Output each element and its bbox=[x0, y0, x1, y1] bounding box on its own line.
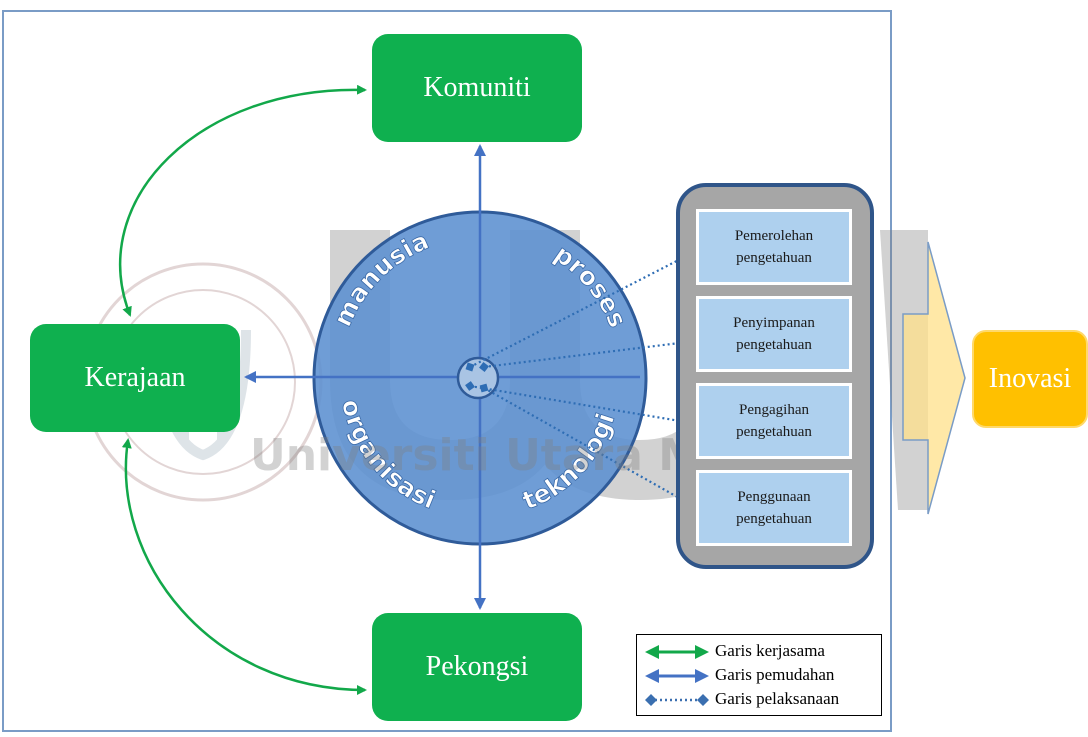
step-line1: Penyimpanan bbox=[733, 315, 815, 331]
implementation-lines bbox=[465, 242, 709, 517]
diagram-frame bbox=[2, 10, 892, 732]
double-arrow-blue-icon bbox=[645, 669, 709, 683]
step-line2: pengetahuan bbox=[736, 511, 812, 527]
step-line1: Pengagihan bbox=[739, 402, 809, 418]
step-penyimpanan: Penyimpanan pengetahuan bbox=[696, 296, 852, 372]
impl-line-1 bbox=[465, 242, 709, 372]
step-line2: pengetahuan bbox=[736, 424, 812, 440]
legend-label: Garis pelaksanaan bbox=[715, 689, 840, 708]
legend-row-pelaksanaan: Garis pelaksanaan bbox=[637, 689, 883, 711]
node-kerajaan: Kerajaan bbox=[30, 324, 240, 432]
step-line1: Pemerolehan bbox=[734, 228, 814, 244]
legend-label: Garis pemudahan bbox=[715, 665, 835, 684]
double-arrow-green-icon bbox=[645, 645, 709, 659]
hub-circle bbox=[456, 356, 500, 400]
node-pekongsi: Pekongsi bbox=[372, 613, 582, 721]
impl-line-2 bbox=[479, 335, 709, 372]
collab-arc-top bbox=[118, 84, 367, 317]
step-line1: Penggunaan bbox=[737, 489, 811, 505]
legend-row-kerjasama: Garis kerjasama bbox=[637, 641, 883, 663]
step-pengagihan: Pengagihan pengetahuan bbox=[696, 383, 852, 459]
node-inovasi-label: Inovasi bbox=[988, 363, 1072, 394]
node-komuniti: Komuniti bbox=[372, 34, 582, 142]
node-komuniti-label: Komuniti bbox=[423, 72, 531, 103]
node-pekongsi-label: Pekongsi bbox=[425, 651, 529, 682]
step-line2: pengetahuan bbox=[736, 250, 812, 266]
node-kerajaan-label: Kerajaan bbox=[84, 362, 186, 393]
collab-arc-bottom bbox=[121, 438, 367, 695]
innovation-arrow bbox=[902, 241, 966, 515]
legend-row-pemudahan: Garis pemudahan bbox=[637, 665, 883, 687]
step-penggunaan: Penggunaan pengetahuan bbox=[696, 470, 852, 546]
node-inovasi: Inovasi bbox=[972, 330, 1088, 428]
legend: Garis kerjasama Garis pemudahan Garis pe… bbox=[636, 634, 882, 716]
step-line2: pengetahuan bbox=[736, 337, 812, 353]
dotted-diamond-line-icon bbox=[645, 694, 709, 706]
impl-line-4 bbox=[479, 383, 709, 517]
step-pemerolehan: Pemerolehan pengetahuan bbox=[696, 209, 852, 285]
legend-label: Garis kerjasama bbox=[715, 641, 825, 660]
